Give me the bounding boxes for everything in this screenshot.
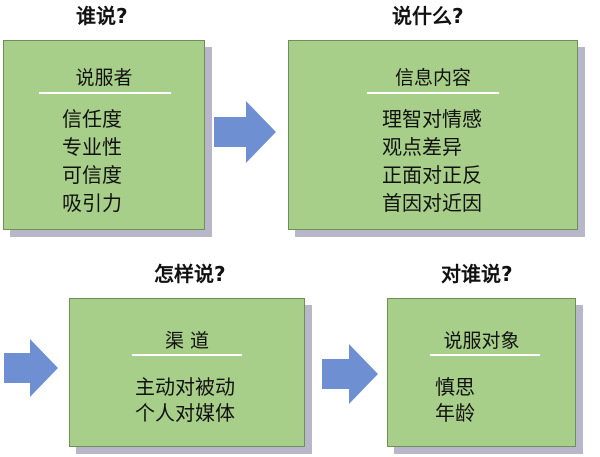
panel-line: 专业性 bbox=[62, 135, 122, 159]
title-divider bbox=[132, 354, 242, 356]
question-who: 谁说? bbox=[76, 4, 128, 28]
question-how: 怎样说? bbox=[154, 262, 226, 286]
panel-audience: 说服对象 慎思 年龄 bbox=[387, 298, 576, 447]
right-arrow-icon bbox=[214, 101, 276, 163]
right-arrow-icon bbox=[322, 344, 378, 404]
panel-line: 主动对被动 bbox=[135, 375, 235, 399]
panel-line: 可信度 bbox=[62, 163, 122, 187]
panel-title: 渠 道 bbox=[164, 330, 210, 352]
panel-line: 信任度 bbox=[62, 107, 122, 131]
question-what: 说什么? bbox=[392, 4, 464, 28]
panel-line: 理智对情感 bbox=[382, 107, 482, 131]
panel-title: 说服者 bbox=[75, 67, 133, 89]
right-arrow-icon bbox=[4, 339, 58, 397]
title-divider bbox=[367, 92, 499, 94]
panel-channel: 渠 道 主动对被动 个人对媒体 bbox=[69, 298, 305, 447]
panel-line: 首因对近因 bbox=[382, 191, 482, 215]
panel-line: 正面对正反 bbox=[382, 163, 482, 187]
panel-line: 吸引力 bbox=[62, 191, 122, 215]
panel-line: 个人对媒体 bbox=[135, 401, 235, 425]
panel-line: 年龄 bbox=[435, 401, 475, 425]
title-divider bbox=[430, 354, 540, 356]
panel-persuader: 说服者 信任度 专业性 可信度 吸引力 bbox=[3, 40, 205, 230]
panel-line: 慎思 bbox=[435, 375, 475, 399]
panel-message-content: 信息内容 理智对情感 观点差异 正面对正反 首因对近因 bbox=[288, 40, 578, 230]
question-to-whom: 对谁说? bbox=[441, 262, 513, 286]
title-divider bbox=[39, 92, 171, 94]
panel-line: 观点差异 bbox=[382, 135, 462, 159]
panel-title: 说服对象 bbox=[443, 330, 520, 352]
panel-title: 信息内容 bbox=[394, 67, 471, 89]
